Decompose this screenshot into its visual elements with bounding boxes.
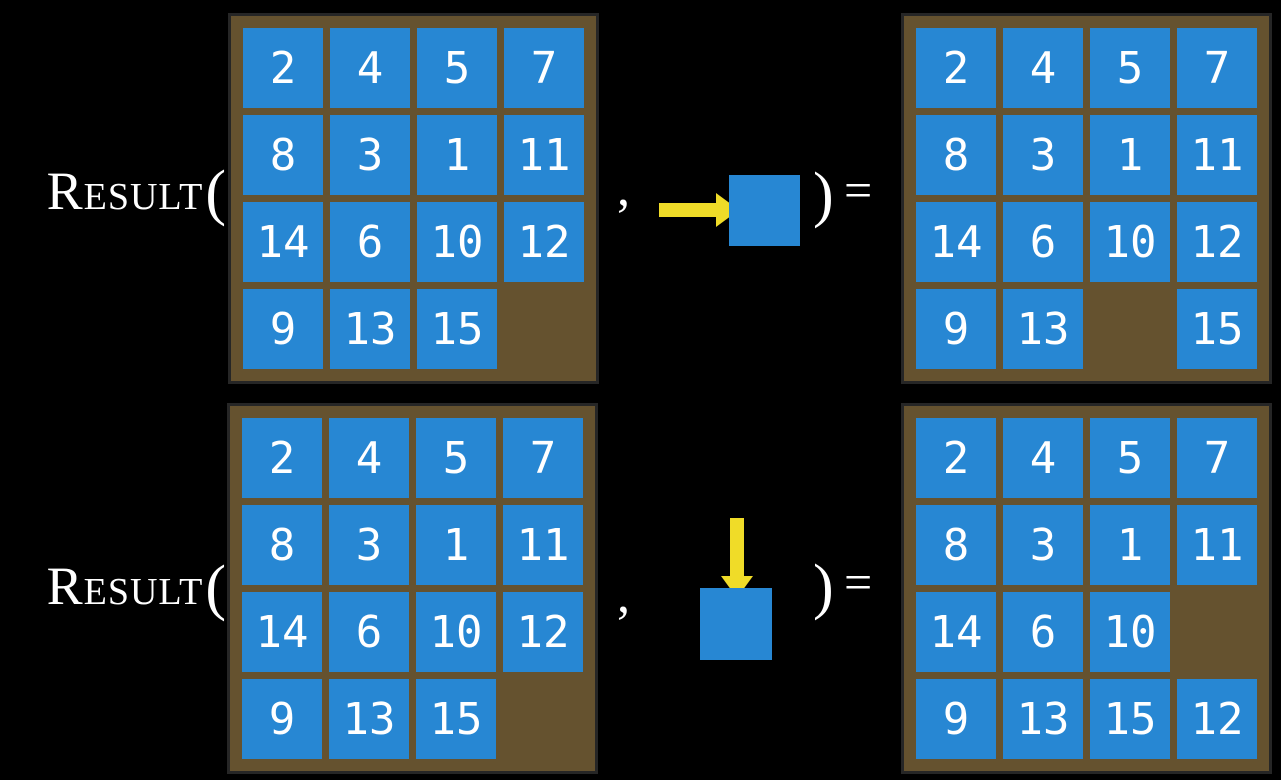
tile-1: 1: [416, 505, 496, 585]
function-name: Result: [46, 161, 204, 221]
tile-6: 6: [1003, 202, 1083, 282]
tile-7: 7: [1177, 28, 1257, 108]
tile-10: 10: [1090, 592, 1170, 672]
tile-15: 15: [416, 679, 496, 759]
empty-cell: [503, 679, 583, 759]
tile-13: 13: [1003, 679, 1083, 759]
comma: ,: [617, 160, 630, 217]
tile-8: 8: [916, 505, 996, 585]
tile-4: 4: [1003, 418, 1083, 498]
tile-1: 1: [1090, 505, 1170, 585]
tile-3: 3: [330, 115, 410, 195]
tile-6: 6: [329, 592, 409, 672]
arrow-right-icon: [659, 203, 719, 217]
open-paren: (: [205, 554, 226, 622]
close-paren: ): [813, 161, 834, 229]
action-tile: [700, 588, 772, 660]
tile-15: 15: [1090, 679, 1170, 759]
tile-7: 7: [504, 28, 584, 108]
tile-11: 11: [503, 505, 583, 585]
tile-1: 1: [1090, 115, 1170, 195]
tile-8: 8: [242, 505, 322, 585]
tile-5: 5: [417, 28, 497, 108]
tile-2: 2: [916, 418, 996, 498]
tile-15: 15: [1177, 289, 1257, 369]
tile-9: 9: [916, 289, 996, 369]
tile-2: 2: [242, 418, 322, 498]
tile-6: 6: [330, 202, 410, 282]
tile-13: 13: [329, 679, 409, 759]
close-paren: ): [813, 553, 834, 621]
function-name: Result: [46, 556, 204, 616]
tile-11: 11: [1177, 115, 1257, 195]
tile-4: 4: [329, 418, 409, 498]
tile-13: 13: [1003, 289, 1083, 369]
action-tile: [729, 175, 800, 246]
tile-13: 13: [330, 289, 410, 369]
empty-cell: [504, 289, 584, 369]
tile-3: 3: [329, 505, 409, 585]
tile-12: 12: [1177, 679, 1257, 759]
empty-cell: [1177, 592, 1257, 672]
function-label-1: Result(: [0, 160, 226, 236]
tile-9: 9: [916, 679, 996, 759]
tile-11: 11: [1177, 505, 1257, 585]
tile-5: 5: [416, 418, 496, 498]
tile-3: 3: [1003, 505, 1083, 585]
tile-10: 10: [417, 202, 497, 282]
tile-10: 10: [416, 592, 496, 672]
tile-4: 4: [330, 28, 410, 108]
arrow-down-icon: [730, 518, 744, 577]
slide-right-action: [659, 175, 800, 246]
tile-9: 9: [243, 289, 323, 369]
tile-14: 14: [243, 202, 323, 282]
equals-sign: =: [844, 162, 873, 218]
tile-4: 4: [1003, 28, 1083, 108]
tile-10: 10: [1090, 202, 1170, 282]
tile-12: 12: [1177, 202, 1257, 282]
tile-14: 14: [916, 202, 996, 282]
tile-5: 5: [1090, 28, 1170, 108]
tile-14: 14: [242, 592, 322, 672]
equals-sign: =: [844, 554, 873, 610]
tile-5: 5: [1090, 418, 1170, 498]
function-label-2: Result(: [0, 555, 226, 631]
tile-3: 3: [1003, 115, 1083, 195]
tile-8: 8: [916, 115, 996, 195]
tile-14: 14: [916, 592, 996, 672]
tile-1: 1: [417, 115, 497, 195]
tile-7: 7: [1177, 418, 1257, 498]
tile-6: 6: [1003, 592, 1083, 672]
tile-2: 2: [243, 28, 323, 108]
tile-12: 12: [504, 202, 584, 282]
open-paren: (: [205, 159, 226, 227]
slide-down-action: [700, 518, 772, 660]
tile-9: 9: [242, 679, 322, 759]
tile-7: 7: [503, 418, 583, 498]
tile-8: 8: [243, 115, 323, 195]
empty-cell: [1090, 289, 1170, 369]
tile-2: 2: [916, 28, 996, 108]
comma: ,: [617, 567, 630, 624]
tile-11: 11: [504, 115, 584, 195]
tile-12: 12: [503, 592, 583, 672]
tile-15: 15: [417, 289, 497, 369]
